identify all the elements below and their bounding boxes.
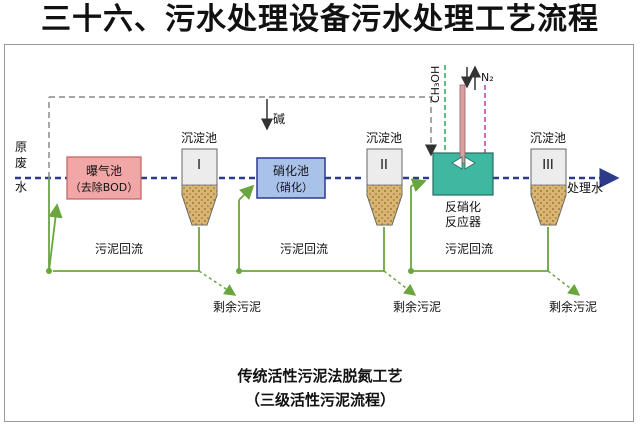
sludge-return-lines xyxy=(48,178,549,272)
sludge-return-label-3: 污泥回流 xyxy=(445,242,493,256)
svg-text:反应器: 反应器 xyxy=(445,214,481,229)
excess-sludge-lines xyxy=(198,270,581,296)
diagram-frame: 碱 原 废 水 曝气池 （去除BOD） 沉淀池 I 硝化池 （硝化） 沉淀池 I… xyxy=(4,44,634,422)
aeration-tank: 曝气池 （去除BOD） xyxy=(66,156,142,200)
excess-sludge-label-3: 剩余污泥 xyxy=(549,299,597,314)
settling-tank-3: 沉淀池 III xyxy=(530,131,567,226)
svg-text:曝气池: 曝气池 xyxy=(86,163,122,178)
treated-water-label: 处理水 xyxy=(567,181,603,195)
caption-line-1: 传统活性污泥法脱氮工艺 xyxy=(236,367,402,385)
return-node xyxy=(46,268,52,274)
return-node xyxy=(236,268,242,274)
bypass-dosing-line xyxy=(48,96,437,178)
settling-tank-1: 沉淀池 I xyxy=(181,131,218,226)
svg-text:废: 废 xyxy=(15,155,27,170)
svg-text:原: 原 xyxy=(15,140,27,154)
process-flow-diagram: 碱 原 废 水 曝气池 （去除BOD） 沉淀池 I 硝化池 （硝化） 沉淀池 I… xyxy=(15,65,620,409)
denitrification-reactor: 反硝化 反应器 xyxy=(432,65,494,229)
sludge-return-label-2: 污泥回流 xyxy=(280,242,328,256)
return-node xyxy=(408,268,414,274)
nitrification-tank: 硝化池 （硝化） xyxy=(256,157,326,199)
methanol-label: CH₃OH xyxy=(429,66,442,103)
svg-text:II: II xyxy=(380,158,388,173)
svg-text:沉淀池: 沉淀池 xyxy=(366,131,402,145)
settling-tank-2: 沉淀池 II xyxy=(366,131,403,226)
alkali-label: 碱 xyxy=(273,112,285,126)
page-title: 三十六、污水处理设备污水处理工艺流程 xyxy=(41,2,599,37)
svg-text:（硝化）: （硝化） xyxy=(269,180,313,194)
svg-text:硝化池: 硝化池 xyxy=(273,164,309,178)
raw-water-label: 原 废 水 xyxy=(15,140,27,194)
excess-sludge-label-1: 剩余污泥 xyxy=(213,299,261,314)
svg-text:沉淀池: 沉淀池 xyxy=(181,131,217,145)
svg-text:沉淀池: 沉淀池 xyxy=(530,131,566,145)
excess-sludge-label-2: 剩余污泥 xyxy=(393,299,441,314)
sludge-return-label-1: 污泥回流 xyxy=(95,242,143,256)
caption-line-2: （三级活性污泥流程） xyxy=(245,391,395,409)
svg-text:水: 水 xyxy=(15,180,27,194)
svg-text:III: III xyxy=(542,158,554,173)
nitrogen-label: N₂ xyxy=(481,71,494,84)
svg-text:反硝化: 反硝化 xyxy=(445,200,481,214)
svg-text:（去除BOD）: （去除BOD） xyxy=(70,180,138,194)
svg-text:I: I xyxy=(197,158,201,173)
